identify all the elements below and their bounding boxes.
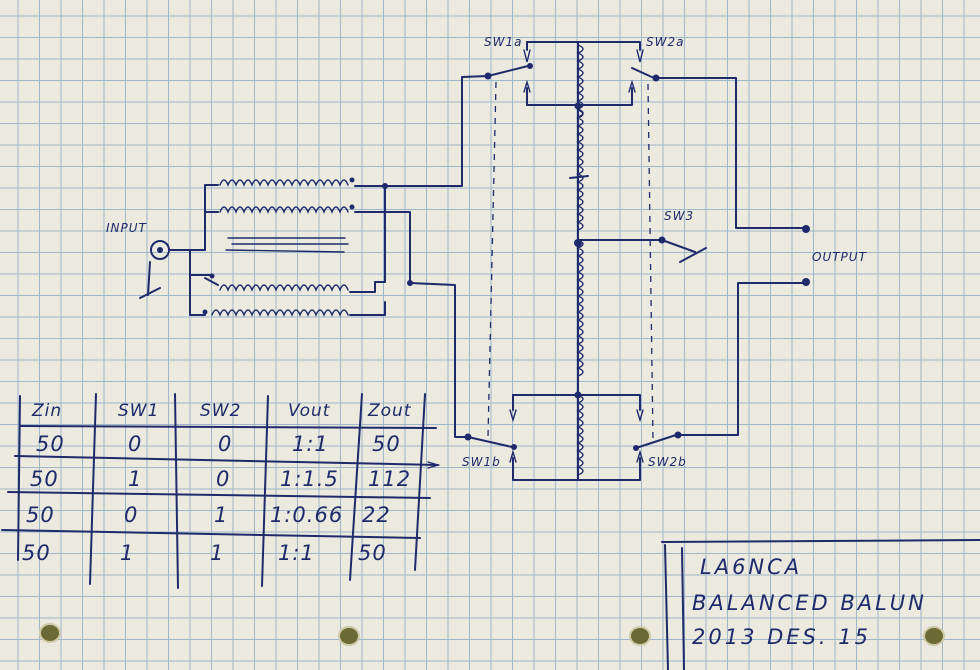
table-cell: 1: [210, 541, 224, 565]
table-cell: 50: [36, 432, 65, 456]
table-cell: 1: [128, 467, 142, 491]
switch-sw3: [577, 236, 707, 263]
table-header-zin: Zin: [31, 401, 62, 421]
input-transformer: [189, 177, 413, 317]
binder-hole: [923, 626, 945, 646]
title-name: BALANCED BALUN: [692, 591, 927, 615]
binder-hole: [629, 626, 651, 646]
binder-hole: [338, 626, 360, 646]
table-cell: 1: [120, 541, 134, 565]
table-cell: 0: [124, 503, 138, 527]
binder-hole: [39, 623, 61, 643]
sw2b-label: SW2b: [648, 455, 687, 469]
table-header-vout: Vout: [288, 401, 331, 421]
output-terminals: [802, 225, 810, 286]
title-callsign: LA6NCA: [700, 555, 802, 579]
table-cell: 50: [372, 432, 401, 456]
table-cell: 0: [128, 432, 142, 456]
sw1b-label: SW1b: [462, 455, 501, 469]
table-cell: 1: [214, 503, 228, 527]
binder-holes: [39, 623, 945, 646]
table-cell: 50: [358, 541, 387, 565]
title-block: LA6NCA BALANCED BALUN 2013 DES. 15: [661, 539, 980, 670]
title-date: 2013 DES. 15: [692, 625, 871, 649]
switch-linkage: [487, 81, 654, 441]
sw3-label: SW3: [664, 209, 694, 223]
table-cell: 0: [218, 432, 232, 456]
table-cell: 50: [30, 467, 59, 491]
switch-sw1a-sw2a: [484, 41, 806, 229]
table-header-sw1: SW1: [118, 401, 159, 421]
input-connector: [139, 240, 191, 299]
switch-sw1b-sw2b: [464, 282, 806, 481]
table-cell: 50: [22, 541, 51, 565]
sw2a-label: SW2a: [646, 35, 684, 49]
table-header-zout: Zout: [367, 401, 412, 421]
table-cell: 0: [216, 467, 230, 491]
table-cell: 1:1: [278, 541, 315, 565]
center-autotransformer: [569, 41, 589, 481]
sw1a-label: SW1a: [484, 35, 522, 49]
table-cell: 112: [368, 467, 411, 491]
table-cell: 1:1.5: [280, 467, 339, 491]
input-label: INPUT: [106, 221, 148, 235]
input-wires: [384, 75, 489, 438]
output-label: OUTPUT: [812, 250, 868, 264]
table-cell: 50: [26, 503, 55, 527]
table-cell: 1:0.66: [270, 503, 343, 527]
table-cell: 1:1: [292, 432, 329, 456]
switch-table: Zin SW1 SW2 Vout Zout 50 0 0 1:1 50 50 1…: [1, 393, 441, 589]
table-header-sw2: SW2: [200, 401, 241, 421]
table-cell: 22: [362, 503, 391, 527]
